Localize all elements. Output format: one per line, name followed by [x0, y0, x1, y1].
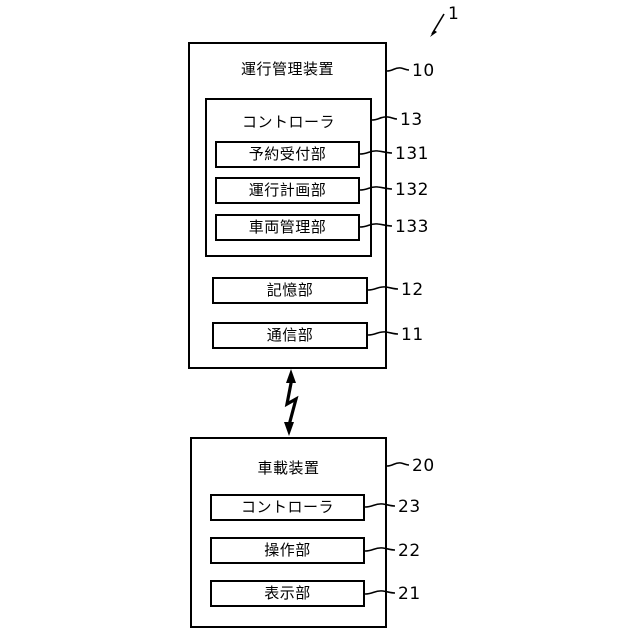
lead-line-132: [359, 186, 393, 191]
operation-plan-unit-label: 運行計画部: [248, 181, 327, 199]
storage-unit-box[interactable]: 記憶部: [212, 277, 368, 304]
ref-num-131: 131: [395, 144, 429, 164]
figure-number: 1: [448, 4, 459, 24]
controller-box: [205, 98, 372, 257]
management-device-box: [188, 42, 387, 369]
figure-number-arrow: [430, 13, 445, 37]
management-device-title: 運行管理装置: [240, 60, 334, 78]
reservation-unit-box[interactable]: 予約受付部: [215, 141, 360, 168]
lead-line-20: [386, 462, 410, 467]
ref-num-21: 21: [398, 584, 421, 604]
ref-num-12: 12: [401, 280, 424, 300]
ref-num-23: 23: [398, 497, 421, 517]
ref-num-20: 20: [412, 456, 435, 476]
lead-line-10: [386, 67, 410, 72]
lead-line-22: [364, 547, 396, 552]
wireless-link-icon: [284, 369, 299, 436]
onboard-device-title: 車載装置: [257, 459, 320, 477]
lead-line-133: [359, 223, 393, 228]
onboard-controller-label: コントローラ: [240, 498, 334, 516]
communication-unit-label: 通信部: [266, 326, 314, 344]
display-unit-label: 表示部: [264, 584, 311, 602]
lead-line-21: [364, 590, 396, 595]
onboard-device-box: [190, 437, 387, 628]
reservation-unit-label: 予約受付部: [248, 145, 327, 163]
operation-unit-label: 操作部: [264, 541, 311, 559]
vehicle-management-unit-box[interactable]: 車両管理部: [215, 214, 360, 241]
onboard-controller-box[interactable]: コントローラ: [210, 494, 365, 521]
ref-num-10: 10: [412, 61, 435, 81]
controller-title: コントローラ: [241, 113, 335, 131]
lead-line-131: [359, 150, 393, 155]
lead-line-23: [364, 503, 396, 508]
operation-plan-unit-box[interactable]: 運行計画部: [215, 177, 360, 204]
ref-num-133: 133: [395, 217, 429, 237]
lead-line-13: [371, 116, 398, 121]
ref-num-22: 22: [398, 541, 421, 561]
operation-unit-box[interactable]: 操作部: [210, 537, 365, 564]
ref-num-132: 132: [395, 180, 429, 200]
storage-unit-label: 記憶部: [266, 281, 314, 299]
display-unit-box[interactable]: 表示部: [210, 580, 365, 607]
ref-num-11: 11: [401, 325, 424, 345]
ref-num-13: 13: [400, 110, 423, 130]
vehicle-management-unit-label: 車両管理部: [248, 218, 327, 236]
communication-unit-box[interactable]: 通信部: [212, 322, 368, 349]
